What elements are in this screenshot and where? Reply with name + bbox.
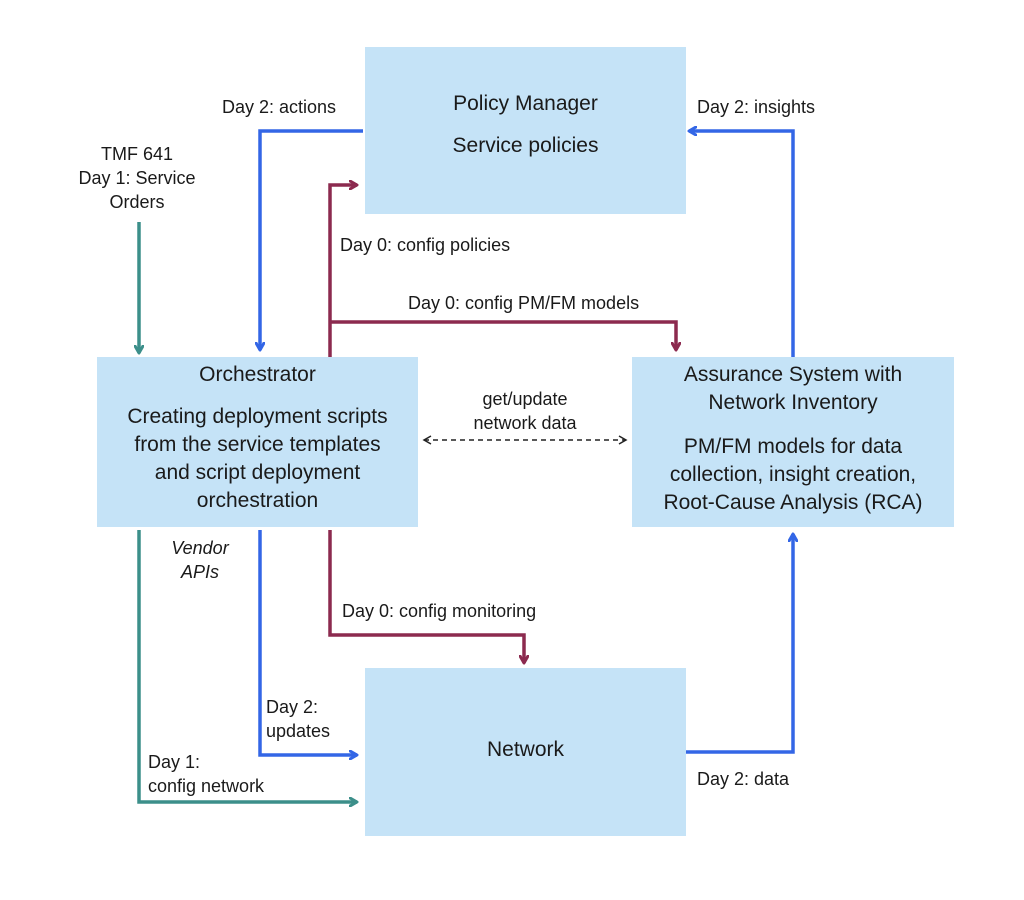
- policy-manager-title: Policy Manager: [453, 92, 598, 115]
- edge-day2-updates: [258, 530, 357, 755]
- label-day2-insights: Day 2: insights: [697, 97, 816, 117]
- label-day0-config-models: Day 0: config PM/FM models: [408, 293, 640, 313]
- label-day1-config-network: Day 1: config network: [148, 752, 265, 796]
- assurance-title: Assurance System with Network Inventory: [683, 363, 903, 414]
- orchestrator-desc: Creating deployment scripts from the ser…: [127, 405, 388, 512]
- label-day2-updates: Day 2: updates: [266, 697, 331, 741]
- edge-day0-config-policies: [328, 185, 357, 357]
- edge-day2-insights: [689, 131, 795, 357]
- label-day0-config-policies: Day 0: config policies: [340, 235, 511, 255]
- edge-day2-actions: [260, 129, 363, 350]
- network-node: Network: [365, 668, 686, 836]
- label-day2-actions: Day 2: actions: [222, 97, 337, 117]
- label-day0-config-monitoring: Day 0: config monitoring: [342, 601, 537, 621]
- edge-day1-config-network: [137, 530, 357, 802]
- policy-manager-node: Policy Manager Service policies: [365, 47, 686, 214]
- assurance-system-node: Assurance System with Network Inventory …: [632, 357, 954, 527]
- label-tmf-day1-service-orders: TMF 641 Day 1: Service Orders: [78, 144, 196, 212]
- orchestrator-title: Orchestrator: [199, 363, 316, 386]
- network-title: Network: [486, 738, 565, 761]
- edge-day2-data: [686, 534, 793, 754]
- label-get-update-network-data: get/update network data: [473, 389, 577, 433]
- edge-day0-config-models: [330, 320, 676, 350]
- policy-manager-desc: Service policies: [452, 134, 599, 157]
- assurance-desc: PM/FM models for data collection, insigh…: [663, 435, 923, 514]
- edge-day0-config-monitoring: [328, 530, 524, 663]
- orchestrator-node: Orchestrator Creating deployment scripts…: [97, 357, 418, 527]
- label-day2-data: Day 2: data: [697, 769, 790, 789]
- label-vendor-apis: Vendor APIs: [171, 538, 229, 582]
